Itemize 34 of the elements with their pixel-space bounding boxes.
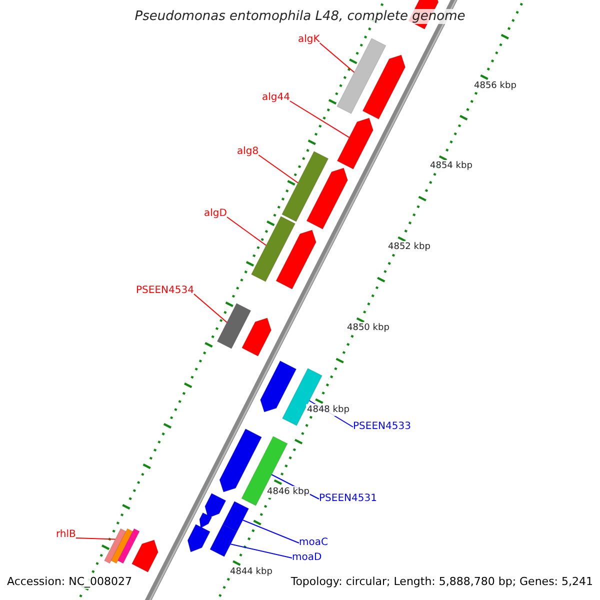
scale-label: 4854 kbp	[429, 160, 474, 172]
gene-feature	[241, 436, 288, 506]
scale-label: 4852 kbp	[387, 241, 432, 253]
gene-feature	[222, 500, 250, 532]
leader-line	[319, 42, 355, 73]
gene-feature	[210, 524, 238, 558]
gene-label: alg8	[237, 146, 259, 158]
gene-label: moaD	[292, 552, 322, 564]
gene-label: PSEEN4533	[353, 421, 411, 433]
gene-label: rhlB	[56, 529, 76, 541]
scale-label: 4850 kbp	[346, 322, 390, 334]
gene-feature	[216, 302, 252, 350]
gene-label: moaC	[299, 537, 328, 549]
gene-feature	[282, 150, 329, 222]
gene-label: PSEEN4534	[136, 285, 194, 297]
gene-label: alg44	[262, 92, 290, 104]
leader-line	[258, 154, 298, 184]
title: Pseudomonas entomophila L48, complete genome	[134, 9, 466, 24]
gene-label: algK	[298, 34, 320, 46]
info-text: Accession: NC_008027	[6, 575, 134, 589]
leader-line	[230, 544, 292, 558]
info-text: Topology: circular; Length: 5,888,780 bp; Genes: 5,241	[290, 575, 594, 589]
scale-label: 4844 kbp	[229, 566, 274, 578]
scale-label: 4848 kbp	[306, 404, 350, 416]
gene-feature	[104, 528, 140, 564]
gene-label: algD	[204, 208, 227, 220]
gene-feature	[250, 216, 296, 282]
scale-label: 4846 kbp	[266, 486, 310, 498]
gene-label: PSEEN4531	[319, 493, 377, 505]
leader-line	[193, 294, 228, 323]
leader-line	[289, 100, 350, 138]
gene-feature	[336, 38, 386, 114]
scale-label: 4856 kbp	[473, 80, 518, 92]
gene-feature	[336, 118, 374, 170]
